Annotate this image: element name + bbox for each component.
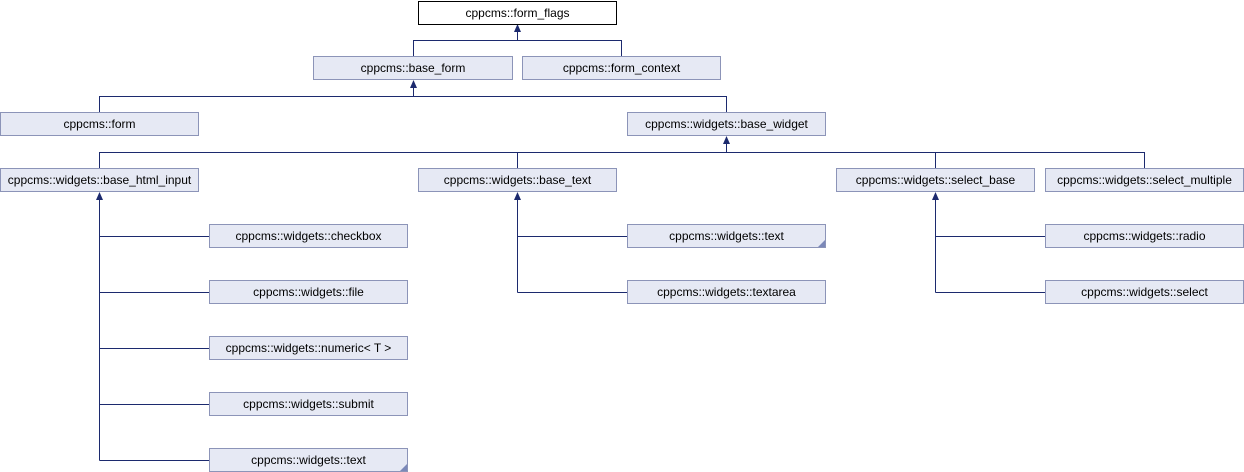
node-label: cppcms::widgets::text [669, 229, 784, 243]
node-form-flags[interactable]: cppcms::form_flags [418, 1, 617, 25]
node-label: cppcms::widgets::numeric< T > [225, 341, 392, 355]
node-radio[interactable]: cppcms::widgets::radio [1045, 224, 1244, 248]
node-numeric[interactable]: cppcms::widgets::numeric< T > [209, 336, 408, 360]
edge-select-base-children [935, 196, 1045, 293]
node-select-base[interactable]: cppcms::widgets::select_base [836, 168, 1035, 192]
fold-corner-icon [400, 464, 407, 471]
arrow-select-base [932, 192, 939, 200]
arrow-form-flags [514, 24, 521, 32]
edge-base-text-children [517, 196, 627, 293]
node-label: cppcms::base_form [360, 61, 466, 75]
node-base-form[interactable]: cppcms::base_form [313, 56, 513, 80]
node-label: cppcms::widgets::base_text [443, 173, 592, 187]
node-label: cppcms::widgets::select_multiple [1057, 173, 1232, 187]
node-text-html-input[interactable]: cppcms::widgets::text [209, 448, 408, 472]
node-submit[interactable]: cppcms::widgets::submit [209, 392, 408, 416]
node-label: cppcms::widgets::submit [243, 397, 374, 411]
node-select-multiple[interactable]: cppcms::widgets::select_multiple [1045, 168, 1244, 192]
edge-form-flags-children [413, 28, 622, 56]
node-label: cppcms::form_flags [465, 6, 570, 20]
node-label: cppcms::widgets::checkbox [235, 229, 382, 243]
edge-base-html-input-children [99, 196, 209, 461]
node-label: cppcms::widgets::base_widget [645, 117, 808, 131]
node-label: cppcms::widgets::text [251, 453, 366, 467]
node-textarea[interactable]: cppcms::widgets::textarea [627, 280, 826, 304]
node-label: cppcms::widgets::base_html_input [7, 173, 192, 187]
node-text-base-text[interactable]: cppcms::widgets::text [627, 224, 826, 248]
node-label: cppcms::widgets::select_base [855, 173, 1016, 187]
node-select[interactable]: cppcms::widgets::select [1045, 280, 1244, 304]
edge-base-widget-children [99, 140, 1145, 168]
arrow-base-text [514, 192, 521, 200]
node-label: cppcms::form_context [562, 61, 681, 75]
arrow-base-widget [723, 136, 730, 144]
edge-base-form-children [99, 84, 727, 112]
node-label: cppcms::widgets::file [253, 285, 364, 299]
node-base-widget[interactable]: cppcms::widgets::base_widget [627, 112, 826, 136]
node-base-html-input[interactable]: cppcms::widgets::base_html_input [0, 168, 199, 192]
node-form[interactable]: cppcms::form [0, 112, 199, 136]
arrow-base-form [410, 80, 417, 88]
node-label: cppcms::widgets::textarea [657, 285, 796, 299]
fold-corner-icon [818, 240, 825, 247]
node-label: cppcms::widgets::radio [1083, 229, 1206, 243]
arrow-base-html-input [96, 192, 103, 200]
node-label: cppcms::widgets::select [1081, 285, 1208, 299]
node-checkbox[interactable]: cppcms::widgets::checkbox [209, 224, 408, 248]
node-label: cppcms::form [63, 117, 136, 131]
node-form-context[interactable]: cppcms::form_context [522, 56, 721, 80]
node-file[interactable]: cppcms::widgets::file [209, 280, 408, 304]
node-base-text[interactable]: cppcms::widgets::base_text [418, 168, 617, 192]
